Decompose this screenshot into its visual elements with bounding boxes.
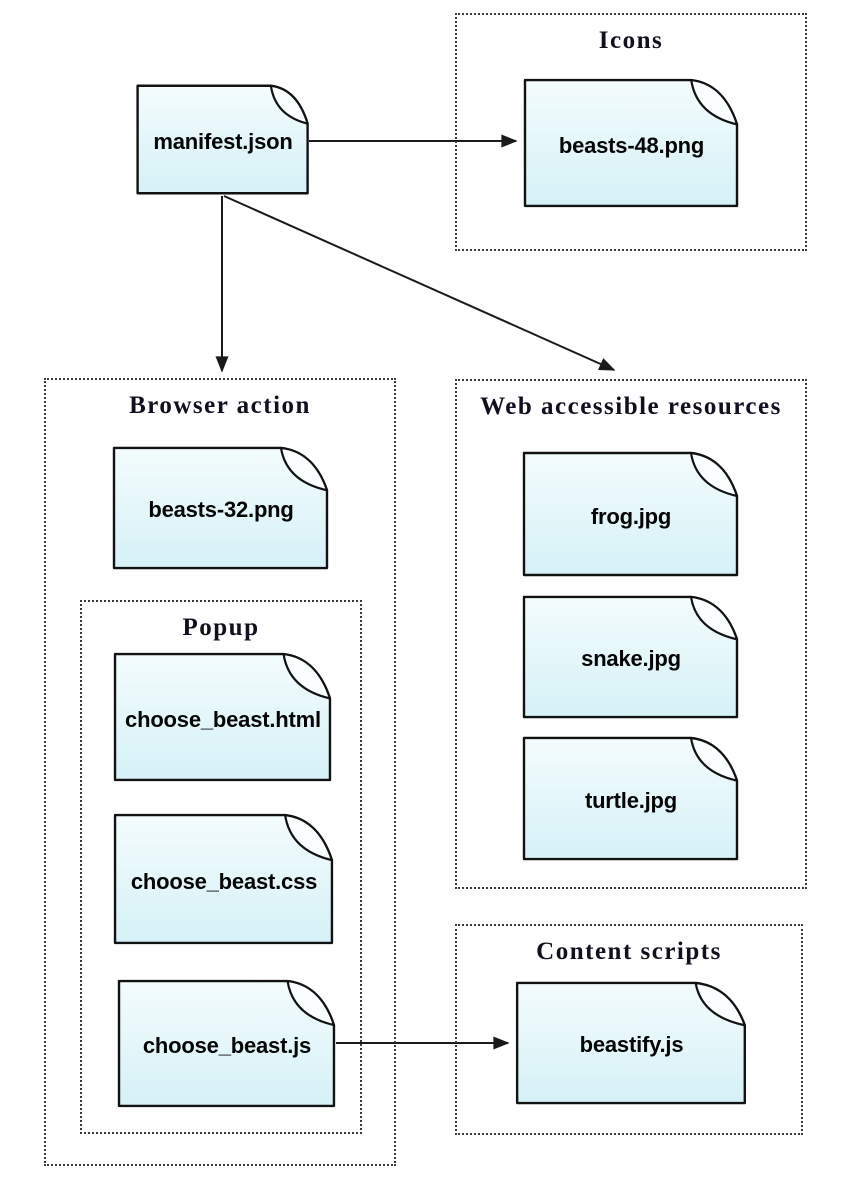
file-label: snake.jpg (581, 646, 681, 672)
file-node-frog-jpg: frog.jpg (522, 451, 740, 577)
file-label: beasts-48.png (558, 132, 705, 158)
group-content-scripts-title: Content scripts (536, 938, 722, 965)
file-label: choose_beast.css (130, 868, 318, 894)
file-node-choose-beast-css: choose_beast.css (113, 813, 335, 945)
file-node-beastify-js: beastify.js (515, 981, 748, 1105)
document-icon (522, 736, 740, 861)
document-icon (522, 451, 740, 577)
document-icon (515, 981, 748, 1105)
file-label: frog.jpg (590, 503, 672, 529)
group-popup-title: Popup (182, 614, 260, 641)
file-node-snake-jpg: snake.jpg (522, 595, 740, 719)
document-icon (113, 652, 333, 782)
file-node-manifest-json: manifest.json (136, 84, 310, 195)
group-browser-action: Browser action (44, 378, 396, 1166)
group-icons: Icons (455, 13, 807, 251)
file-label: turtle.jpg (584, 788, 678, 813)
group-web-accessible-resources-title: Web accessible resources (480, 393, 782, 420)
document-icon (112, 446, 330, 570)
file-label: choose_beast.html (125, 706, 321, 732)
file-node-choose-beast-js: choose_beast.js (117, 979, 337, 1108)
document-icon (117, 979, 337, 1108)
group-content-scripts: Content scripts (455, 924, 803, 1135)
file-node-turtle-jpg: turtle.jpg (522, 736, 740, 861)
group-icons-title: Icons (598, 27, 664, 54)
document-icon (523, 78, 740, 208)
group-browser-action-title: Browser action (129, 392, 311, 419)
file-node-beasts-48-png: beasts-48.png (523, 78, 740, 208)
file-label: manifest.json (153, 128, 293, 154)
group-web-accessible-resources: Web accessible resources (455, 379, 807, 889)
document-icon (113, 813, 335, 945)
file-label: beastify.js (579, 1032, 684, 1058)
file-label: beasts-32.png (148, 497, 294, 523)
document-icon (136, 84, 310, 195)
file-node-beasts-32-png: beasts-32.png (112, 446, 330, 570)
file-node-choose-beast-html: choose_beast.html (113, 652, 333, 782)
group-popup: Popup (80, 600, 362, 1134)
document-icon (522, 595, 740, 719)
file-label: choose_beast.js (142, 1033, 312, 1059)
